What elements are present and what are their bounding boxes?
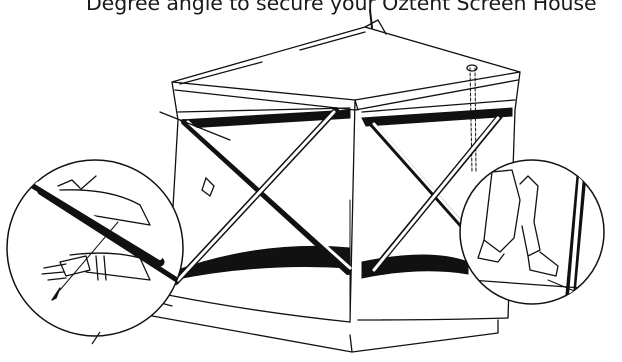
pole-hub [202,178,214,196]
ground-sheet [130,300,498,352]
detail-circle-left [7,160,183,336]
detail-circle-right [460,160,610,304]
tent-roof [172,10,520,110]
